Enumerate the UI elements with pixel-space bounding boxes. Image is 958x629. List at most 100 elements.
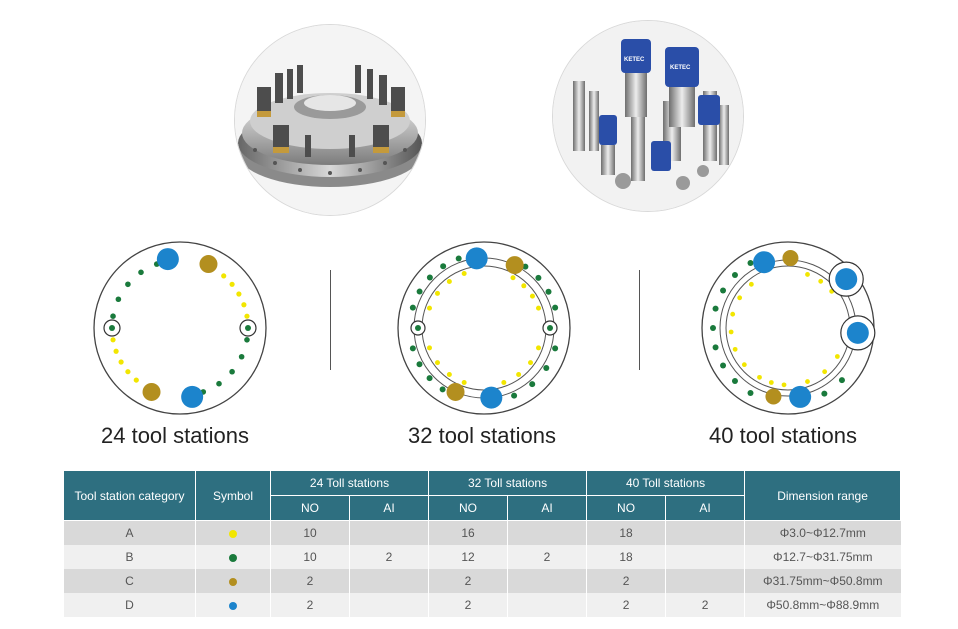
cell-dimension: Φ31.75mm~Φ50.8mm <box>744 569 901 593</box>
yellow-station <box>426 305 432 311</box>
green-station <box>838 377 845 384</box>
yellow-station <box>536 305 542 311</box>
ai-station-dot <box>835 268 858 291</box>
yellow-station <box>768 380 774 385</box>
green-station <box>552 304 559 311</box>
green-station <box>720 362 727 369</box>
cell-ai24 <box>348 520 429 545</box>
cell-no24: 10 <box>270 520 350 545</box>
olive-station <box>142 382 161 401</box>
table-row: D 2 2 2 2 Φ50.8mm~Φ88.9mm <box>63 593 901 617</box>
green-station <box>416 361 423 368</box>
cell-no40: 2 <box>586 593 666 617</box>
header-40-stations: 40 Toll stations <box>586 470 746 496</box>
green-station <box>409 345 416 352</box>
header-no: NO <box>428 495 509 521</box>
yellow-station <box>113 348 119 354</box>
header-symbol: Symbol <box>195 470 271 521</box>
yellow-station <box>125 369 131 375</box>
header-dimension: Dimension range <box>744 470 902 521</box>
cell-no24: 10 <box>270 545 350 569</box>
green-station <box>720 287 727 294</box>
yellow-station <box>834 354 840 359</box>
header-ai: AI <box>507 495 588 521</box>
cell-category: B <box>63 545 196 569</box>
green-station <box>712 344 719 351</box>
green-station <box>125 281 131 288</box>
yellow-station <box>434 360 440 366</box>
header-ai: AI <box>665 495 746 521</box>
yellow-station <box>818 278 824 284</box>
olive-dot-icon <box>229 577 237 586</box>
green-station <box>747 260 754 267</box>
yellow-station <box>446 278 452 284</box>
table-row: B 10 2 12 2 18 Φ12.7~Φ31.75mm <box>63 545 901 569</box>
yellow-station <box>528 360 534 366</box>
yellow-station <box>118 359 124 365</box>
turret-diagram-32 <box>397 241 571 415</box>
cell-symbol <box>195 545 271 569</box>
olive-station <box>446 382 465 401</box>
cell-ai40: 2 <box>665 593 745 617</box>
green-station <box>426 274 433 281</box>
green-station <box>821 390 828 397</box>
green-station <box>426 375 433 382</box>
yellow-station <box>244 313 250 319</box>
green-station <box>529 381 536 388</box>
green-station <box>731 378 738 385</box>
blue-station <box>480 386 503 409</box>
cell-symbol <box>195 520 271 545</box>
green-station <box>110 313 116 319</box>
green-station <box>439 386 446 393</box>
yellow-station <box>434 290 440 296</box>
label-40-stations: 40 tool stations <box>709 423 857 448</box>
cell-no24: 2 <box>270 569 350 593</box>
ai-station-dot <box>547 325 553 331</box>
olive-station <box>199 255 218 274</box>
green-station <box>409 304 416 311</box>
ketec-logo-1: KETEC <box>624 57 645 63</box>
yellow-station <box>521 283 527 289</box>
cell-category: C <box>63 569 196 593</box>
yellow-station <box>133 377 139 383</box>
green-station <box>416 288 423 295</box>
green-station <box>712 305 719 312</box>
cell-no32: 16 <box>428 520 508 545</box>
cell-no40: 18 <box>586 545 666 569</box>
cell-ai40 <box>665 569 745 593</box>
cell-ai40 <box>665 520 745 545</box>
green-station <box>731 271 738 278</box>
ketec-logo-2: KETEC <box>670 65 691 71</box>
blue-station <box>181 385 204 408</box>
cell-dimension: Φ3.0~Φ12.7mm <box>744 520 901 545</box>
ketec-punch-tools-image: KETEC KETEC <box>553 21 743 211</box>
header-no: NO <box>270 495 350 521</box>
green-station <box>522 263 529 270</box>
outer-ring <box>397 241 571 415</box>
yellow-station <box>461 380 467 386</box>
turret-diagram-40 <box>701 241 876 415</box>
cell-ai40 <box>665 545 745 569</box>
yellow-station <box>241 302 247 308</box>
cell-ai32 <box>507 520 587 545</box>
table-row: A 10 16 18 Φ3.0~Φ12.7mm <box>63 520 901 545</box>
yellow-station <box>501 380 507 386</box>
green-station <box>244 337 250 343</box>
blue-station <box>789 385 812 408</box>
cell-ai24 <box>348 569 429 593</box>
yellow-station <box>536 345 542 351</box>
yellow-station <box>805 379 810 384</box>
green-station <box>216 380 222 387</box>
cell-dimension: Φ50.8mm~Φ88.9mm <box>744 593 901 617</box>
yellow-station <box>732 346 738 352</box>
blue-dot-icon <box>229 601 237 610</box>
tool-station-table: Tool station category Symbol 24 Toll sta… <box>63 470 902 617</box>
green-station <box>455 255 462 262</box>
green-station <box>238 353 245 360</box>
header-no: NO <box>586 495 667 521</box>
green-dot-icon <box>229 553 237 562</box>
cell-ai32 <box>507 569 587 593</box>
olive-station <box>505 256 524 275</box>
olive-station <box>765 388 782 405</box>
green-station <box>535 274 542 281</box>
